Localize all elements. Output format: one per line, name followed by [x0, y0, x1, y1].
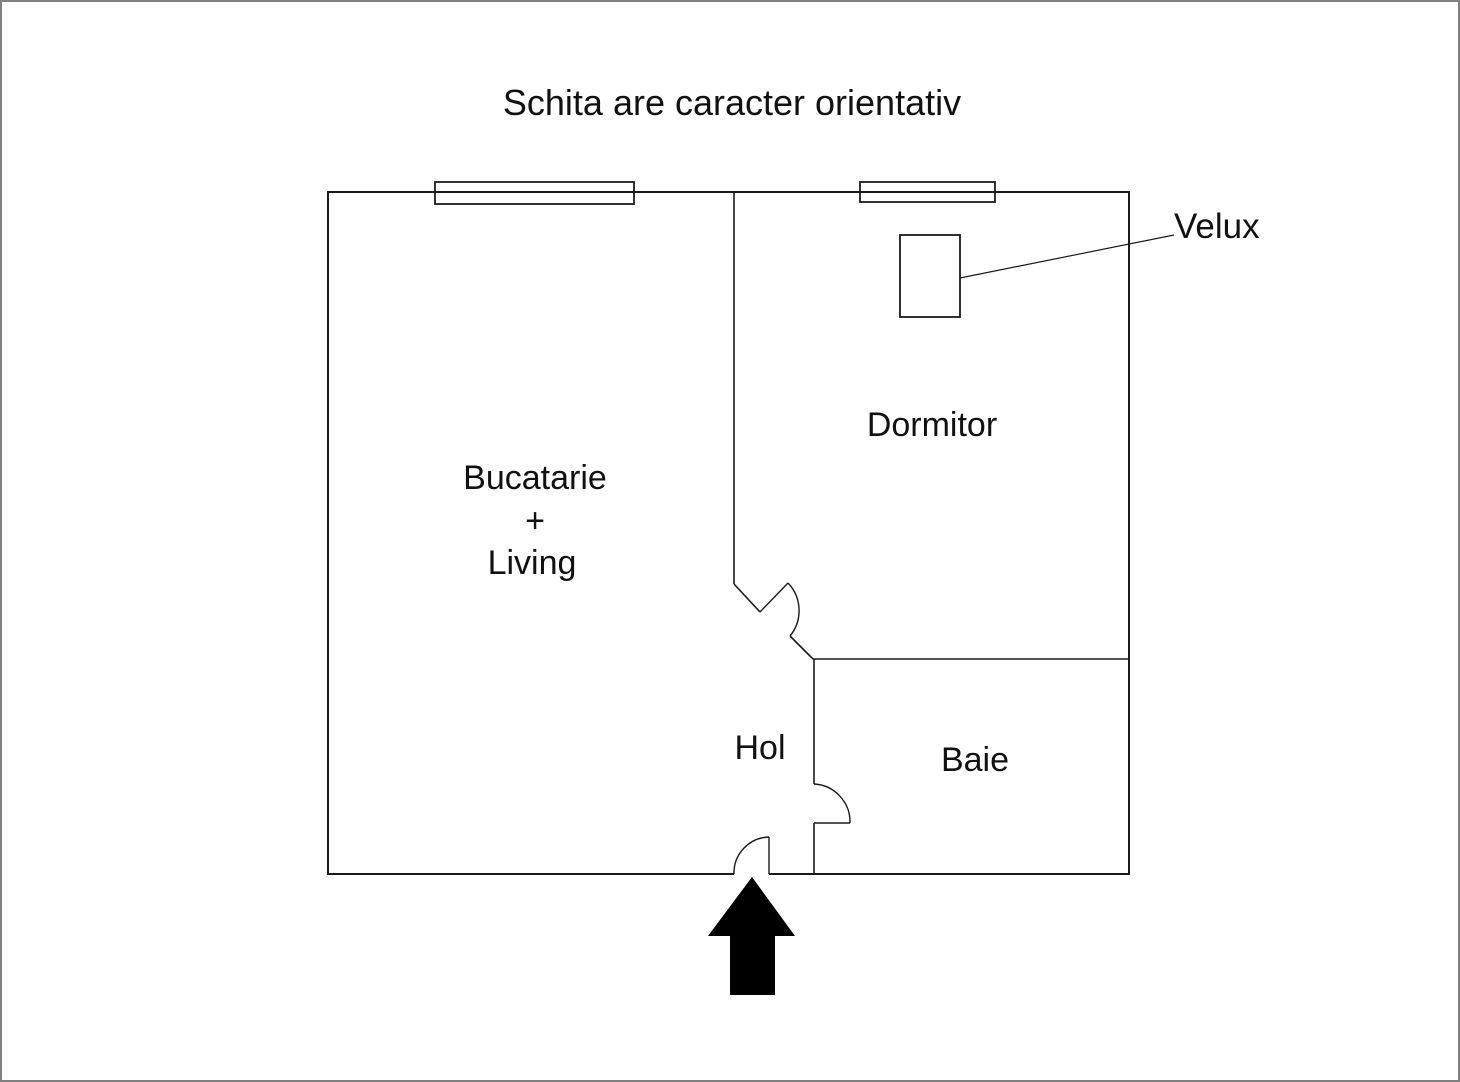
entrance-arrow	[708, 877, 795, 995]
window-bedroom	[859, 181, 996, 203]
room-label-kitchen-living-line2: +	[525, 502, 545, 540]
bathroom-door-swing-arc	[813, 783, 851, 824]
room-label-kitchen-living-line3: Living	[488, 544, 577, 582]
diagram-title: Schita are caracter orientativ	[503, 82, 961, 123]
wall-diagonal-upper	[733, 583, 761, 613]
bedroom-door-swing-arc	[787, 582, 800, 637]
bedroom-door-leaf	[759, 582, 789, 613]
skylight-rect	[899, 234, 961, 318]
room-label-kitchen-living: Bucatarie + Living	[463, 459, 607, 582]
entry-door-swing-arc	[733, 836, 770, 875]
room-label-bedroom: Dormitor	[867, 406, 997, 444]
outer-walls	[327, 191, 1130, 875]
room-label-hall: Hol	[734, 729, 785, 767]
skylight-label: Velux	[1174, 207, 1260, 246]
room-label-kitchen-living-line1: Bucatarie	[463, 459, 607, 497]
window-kitchen	[434, 181, 635, 205]
room-label-bathroom: Baie	[941, 741, 1009, 779]
wall-diagonal-lower	[789, 635, 814, 660]
skylight-leader-line	[959, 234, 1175, 279]
